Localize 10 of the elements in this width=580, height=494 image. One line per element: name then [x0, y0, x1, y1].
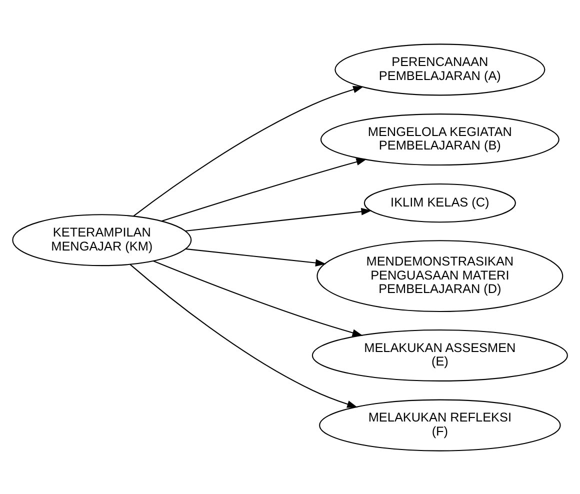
node-ellipse: KETERAMPILAN MENGAJAR (KM) [12, 214, 192, 266]
arrow [153, 260, 363, 336]
arrow [133, 85, 364, 216]
node-ellipse: IKLIM KELAS (C) [364, 182, 516, 222]
arrow [185, 207, 372, 232]
arrow [161, 158, 367, 222]
arrow [130, 264, 358, 408]
arrow [186, 248, 326, 266]
node-ellipse: MENDEMONSTRASIKAN PENGUASAAN MATERI PEMBELAJARAN (D) [316, 240, 564, 312]
node-ellipse: PERENCANAAN PEMBELAJARAN (A) [334, 43, 546, 96]
